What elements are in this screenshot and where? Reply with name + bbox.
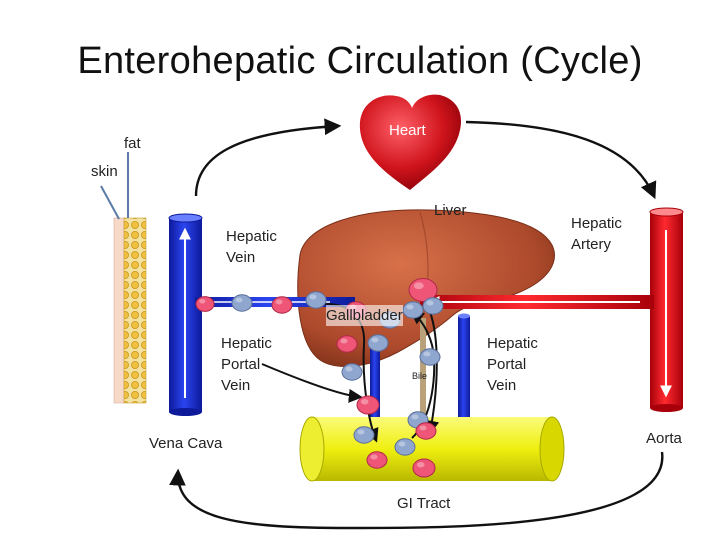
vena-cava-vessel bbox=[168, 213, 203, 416]
bile-molecule bbox=[419, 348, 441, 366]
fat-label: fat bbox=[124, 135, 141, 152]
portal-molecule bbox=[336, 335, 358, 353]
molecule-highlight bbox=[340, 338, 348, 344]
aorta-vessel bbox=[649, 207, 684, 412]
hepatic-vein-molecule bbox=[305, 291, 327, 309]
molecule-highlight bbox=[275, 299, 283, 305]
gallbladder-molecule bbox=[422, 297, 444, 315]
molecule-highlight bbox=[371, 337, 379, 343]
molecule-highlight bbox=[235, 297, 243, 303]
gallbladder-molecule bbox=[402, 301, 424, 319]
molecule-highlight bbox=[357, 429, 365, 435]
gi-molecule bbox=[412, 458, 436, 478]
heart-organ bbox=[359, 94, 462, 190]
hepatic-vein-molecule bbox=[271, 296, 293, 314]
skin-pointer-line bbox=[100, 185, 120, 220]
molecule-highlight bbox=[398, 441, 406, 447]
hepatic-portal-vein-vessel bbox=[370, 313, 470, 418]
molecule-highlight bbox=[426, 300, 434, 306]
arrow-portal-to-liver bbox=[261, 363, 363, 403]
portal-molecule bbox=[341, 363, 363, 381]
gi-molecule bbox=[394, 438, 416, 456]
molecule-highlight bbox=[199, 299, 206, 304]
bile-duct bbox=[420, 318, 426, 418]
arrow-to-vena-cava bbox=[169, 451, 664, 530]
gallbladder-label: Gallbladder bbox=[326, 305, 403, 326]
vena-cava-label: Vena Cava bbox=[149, 435, 223, 452]
portal-molecule bbox=[356, 395, 380, 415]
hepatic-vein-molecule bbox=[195, 296, 215, 312]
hepatic-artery-vessel bbox=[420, 295, 654, 309]
hepatic-vein-label: Hepatic Vein bbox=[226, 228, 277, 266]
hepatic-portal-vein-right-label: Hepatic Portal Vein bbox=[487, 335, 538, 394]
hepatic-vein-molecule bbox=[231, 294, 253, 312]
molecule-highlight bbox=[406, 304, 414, 310]
molecule-highlight bbox=[411, 414, 419, 420]
molecule-highlight bbox=[413, 282, 424, 290]
molecule-highlight bbox=[360, 398, 369, 405]
gi-molecule bbox=[366, 451, 388, 469]
molecule-highlight bbox=[416, 461, 425, 468]
diagram-title: Enterohepatic Circulation (Cycle) bbox=[77, 40, 643, 82]
gi-molecule bbox=[353, 426, 375, 444]
arrow-to-aorta bbox=[465, 120, 657, 200]
skin-fat-layer bbox=[113, 217, 147, 404]
portal-molecule bbox=[367, 334, 389, 352]
molecule-highlight bbox=[309, 294, 317, 300]
gallbladder-molecule bbox=[408, 278, 438, 302]
molecule-highlight bbox=[423, 351, 431, 357]
liver-label: Liver bbox=[434, 202, 467, 219]
molecule-highlight bbox=[370, 454, 378, 460]
gi-molecule bbox=[415, 422, 437, 440]
arrow-bile-down bbox=[425, 311, 440, 435]
skin-label: skin bbox=[91, 163, 118, 180]
bile-label: Bile bbox=[412, 371, 428, 381]
hepatic-artery-label: Hepatic Artery bbox=[571, 215, 622, 253]
hepatic-portal-vein-left-label: Hepatic Portal Vein bbox=[221, 335, 272, 394]
molecule-highlight bbox=[419, 425, 427, 431]
aorta-label: Aorta bbox=[646, 430, 682, 447]
heart-label: Heart bbox=[389, 122, 426, 139]
arrow-to-heart bbox=[194, 118, 342, 197]
gi-tract-label: GI Tract bbox=[397, 495, 451, 512]
molecule-highlight bbox=[345, 366, 353, 372]
